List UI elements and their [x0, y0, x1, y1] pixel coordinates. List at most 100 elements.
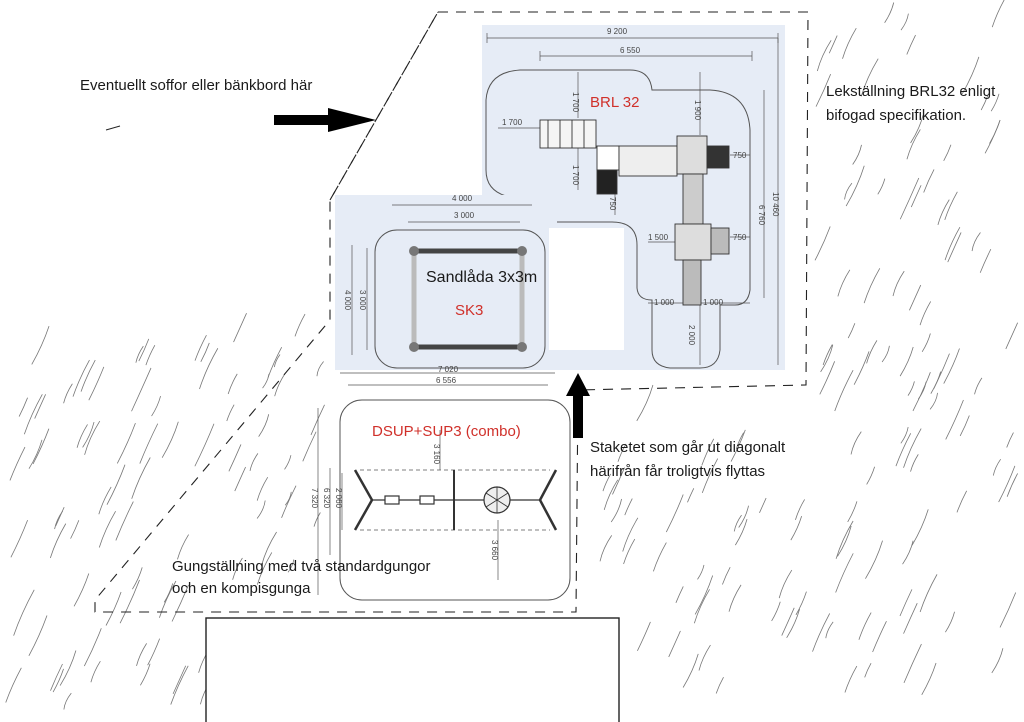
hatch-stroke: [781, 607, 795, 636]
dim-1700-a: 1 700: [571, 92, 580, 113]
hatch-stroke: [171, 584, 189, 622]
hatch-stroke: [907, 381, 915, 396]
hatch-stroke: [852, 144, 862, 165]
dim-6556: 6 556: [436, 376, 457, 385]
hatch-stroke: [70, 520, 80, 539]
hatch-stroke: [911, 509, 929, 546]
hatch-stroke: [845, 165, 865, 207]
dim-2060: 2 060: [334, 488, 343, 509]
hatch-stroke: [999, 592, 1017, 628]
hatch-stroke: [256, 476, 269, 501]
hatch-stroke: [866, 340, 878, 364]
hatch-stroke: [944, 226, 961, 261]
hatch-stroke: [139, 423, 159, 464]
hatch-stroke: [687, 488, 695, 503]
hatch-stroke: [899, 346, 914, 377]
brl32-tower-stairs: [706, 145, 730, 169]
hatch-stroke: [23, 394, 43, 435]
sandbox-safety-outline: [374, 229, 546, 369]
hatch-stroke: [819, 361, 836, 395]
hatch-stroke: [72, 359, 90, 397]
hatch-stroke: [194, 423, 215, 467]
hatch-stroke: [55, 507, 65, 527]
hatch-stroke: [13, 589, 35, 636]
brl32-dimension-lines: [486, 33, 779, 365]
hatch-stroke: [76, 424, 88, 448]
hatch-stroke: [116, 422, 136, 464]
hatch-stroke: [959, 415, 970, 437]
hatch-stroke: [735, 432, 744, 449]
swing-zone: DSUP+SUP3 (combo) 3 160 7 320 6 320 2 06…: [310, 399, 571, 601]
hatch-stroke: [910, 115, 924, 144]
hatch-stroke: [80, 359, 96, 392]
hatch-stroke: [316, 361, 324, 377]
hatch-stroke: [971, 232, 981, 252]
hatch-stroke: [694, 575, 714, 615]
arrow-up-icon: [566, 373, 590, 438]
hatch-stroke: [32, 428, 50, 465]
hatch-stroke: [284, 455, 292, 470]
hatch-stroke: [912, 372, 931, 412]
hatch-stroke: [50, 663, 63, 691]
hatch-stroke: [945, 399, 964, 440]
hatch-stroke: [637, 621, 651, 652]
hatch-stroke: [984, 119, 1001, 154]
hatch-stroke: [991, 648, 1004, 674]
note-play-line2: bifogad specifikation.: [826, 107, 966, 124]
hatch-stroke: [812, 613, 831, 652]
hatch-stroke: [63, 692, 72, 710]
hatch-stroke: [302, 431, 317, 462]
hatch-stroke: [822, 344, 833, 366]
hatch-stroke: [771, 601, 781, 622]
dim-1500: 1 500: [648, 233, 669, 242]
brl32-walkway: [682, 173, 704, 225]
hatch-stroke: [273, 354, 281, 368]
hatch-stroke: [88, 366, 105, 401]
boundary-left-diagonal: [329, 11, 439, 201]
dim-9200: 9 200: [607, 27, 628, 36]
hatch-stroke: [310, 404, 325, 436]
hatch-stroke: [919, 574, 938, 613]
play-area-boundary: [94, 11, 809, 613]
hatch-stroke: [847, 323, 856, 339]
hatch-stroke: [274, 374, 285, 397]
note-fence-line2: härifrån får troligtvis flyttas: [590, 463, 765, 480]
hatch-stroke: [701, 458, 719, 494]
hatch-stroke: [923, 169, 935, 193]
hatch-stroke: [850, 431, 862, 455]
hatch-stroke: [943, 348, 960, 384]
hatch-stroke: [866, 466, 875, 485]
hatch-stroke: [728, 584, 742, 612]
brl32-safety-outline: [485, 69, 751, 369]
hatch-stroke: [730, 429, 746, 462]
dim-750-a: 750: [733, 151, 747, 160]
hatch-stroke: [899, 177, 920, 220]
hatch-stroke: [900, 13, 909, 31]
hatch-stroke: [159, 580, 177, 618]
hatch-stroke: [1006, 473, 1018, 497]
hatch-stroke: [105, 591, 122, 626]
note-play-line1: Lekställning BRL32 enligt: [826, 83, 996, 100]
hatch-stroke: [820, 344, 834, 373]
hatch-stroke: [735, 519, 748, 546]
dim-4000-h: 4 000: [343, 290, 352, 311]
hatch-stroke: [992, 458, 1001, 476]
hatch-stroke: [910, 185, 922, 208]
hatch-stroke: [910, 454, 919, 472]
hatch-stroke: [929, 392, 938, 410]
hatch-stroke: [759, 497, 767, 513]
hatch-stroke: [921, 662, 937, 695]
white-gap: [549, 228, 624, 350]
brl32-label: BRL 32: [590, 94, 639, 111]
hatch-stroke: [722, 567, 731, 585]
hatch-stroke: [267, 346, 283, 378]
hatch-stroke: [903, 428, 922, 468]
hatch-stroke: [917, 381, 927, 400]
hatch-stroke: [136, 643, 147, 666]
brl32-platform-a: [596, 145, 620, 171]
hatch-stroke: [610, 498, 622, 523]
dim-750-b: 750: [608, 197, 617, 211]
hatch-stroke: [921, 333, 931, 353]
brl32-tower-b-steps: [710, 227, 730, 255]
